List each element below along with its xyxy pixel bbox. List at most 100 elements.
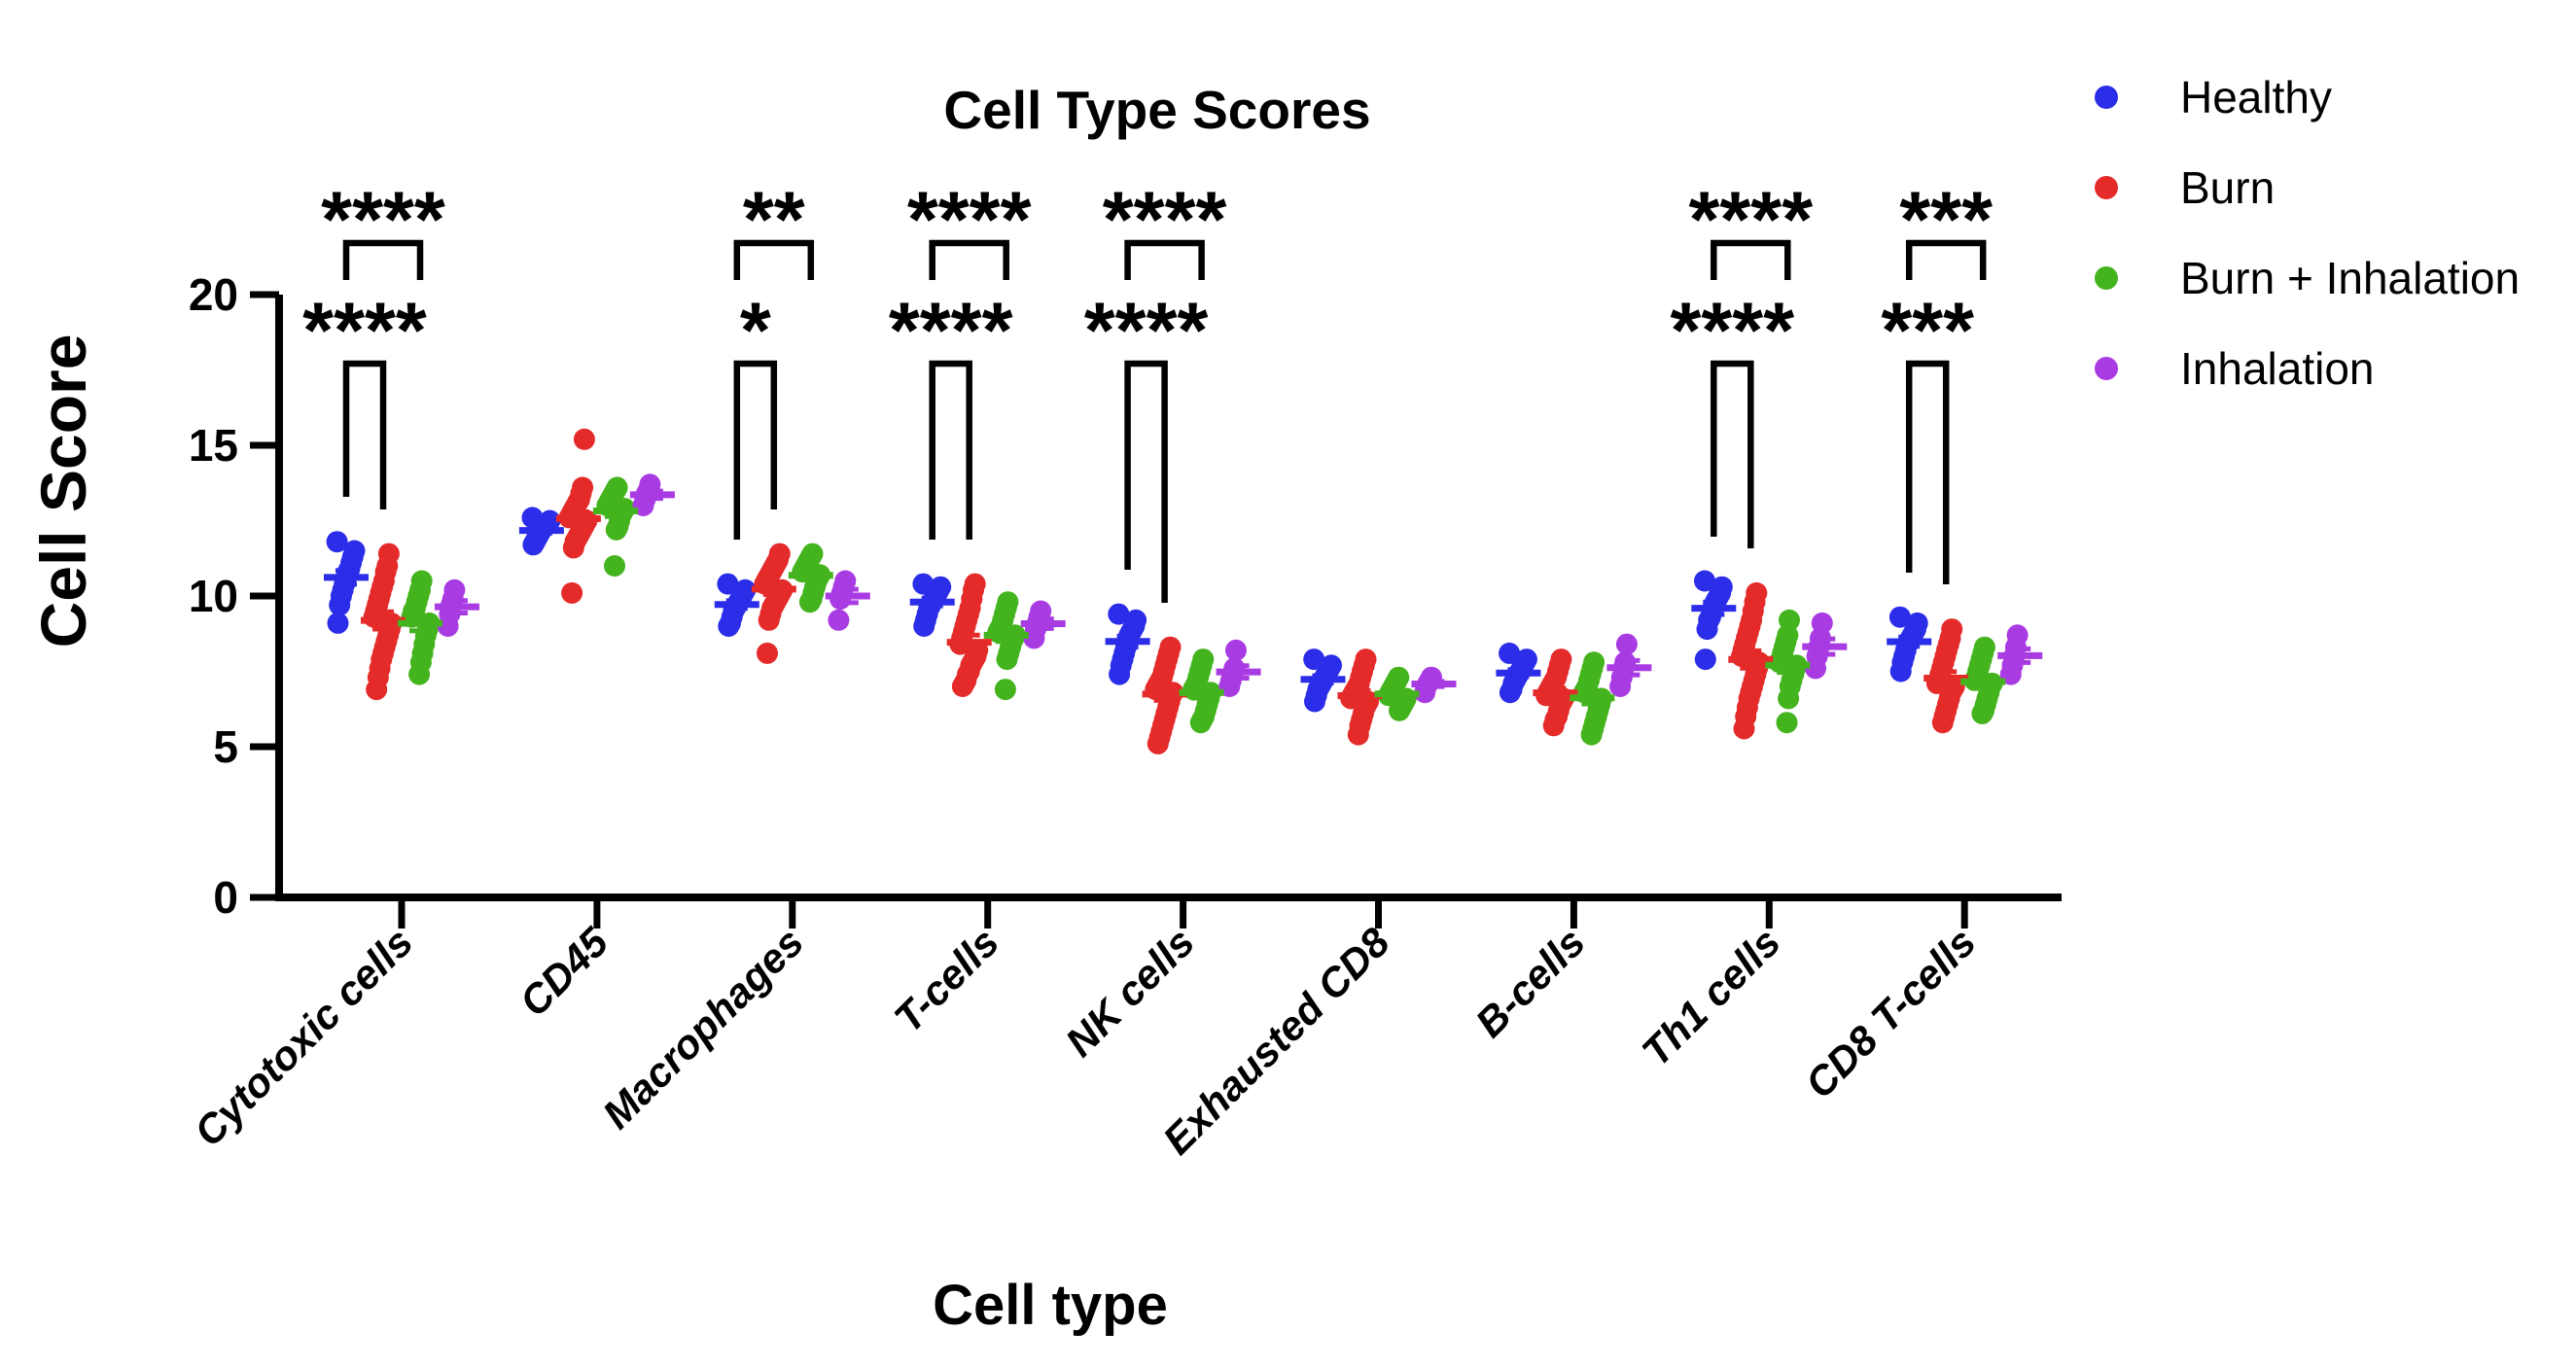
data-point-burn [1733, 718, 1755, 740]
chart-title: Cell Type Scores [943, 80, 1370, 140]
upper-significance-stars: **** [907, 176, 1032, 264]
legend-label: Healthy [2180, 72, 2332, 123]
lower-bracket [733, 360, 778, 540]
data-point-healthy [522, 534, 545, 556]
data-point-inhalation [1218, 676, 1241, 697]
data-point-healthy [1109, 663, 1131, 685]
data-point-inhalation [1609, 676, 1632, 697]
x-axis-title: Cell type [933, 1274, 1168, 1337]
data-point-burn [562, 537, 584, 559]
legend-dot-1 [2095, 86, 2118, 109]
mean-error-bars [324, 488, 2043, 707]
data-point-burn-inhalation [1971, 702, 1994, 724]
lower-significance-stars: **** [889, 287, 1013, 375]
data-point-inhalation [437, 615, 459, 637]
data-point-burn-inhalation [996, 648, 1018, 671]
data-point-inhalation [1023, 627, 1045, 649]
upper-bracket [1905, 239, 1987, 280]
legend-dot-3 [2095, 266, 2118, 290]
lower-significance-stars: *** [1881, 287, 1974, 375]
data-point-burn [1542, 715, 1565, 737]
legend-label: Burn + Inhalation [2180, 253, 2520, 303]
upper-significance-stars: **** [1103, 176, 1227, 264]
data-point-burn [366, 679, 388, 701]
data-point-inhalation [1999, 663, 2022, 685]
data-point-healthy [1499, 682, 1521, 704]
data-point-burn [1147, 732, 1169, 754]
lower-bracket [1124, 360, 1168, 603]
upper-significance-stars: **** [1688, 176, 1813, 264]
upper-bracket [929, 239, 1009, 280]
legend-dot-2 [2095, 176, 2118, 199]
x-category-label: T-cells [885, 919, 1007, 1041]
x-category-label: B-cells [1466, 919, 1594, 1046]
upper-significance-stars: ** [743, 176, 805, 264]
x-category-label: Th1 cells [1633, 919, 1788, 1074]
upper-significance-stars: **** [321, 176, 445, 264]
data-point-burn [757, 642, 778, 664]
legend-label: Inhalation [2180, 343, 2375, 394]
y-tick-label: 0 [213, 872, 238, 923]
x-category-label: CD45 [511, 919, 618, 1026]
data-point-healthy [1499, 642, 1521, 664]
data-point-burn-inhalation [1580, 723, 1603, 746]
data-point-healthy [1108, 603, 1130, 625]
y-tick-label: 15 [189, 420, 238, 471]
upper-bracket [733, 239, 815, 280]
data-point-burn [1931, 712, 1954, 734]
axis-lines [275, 295, 2062, 901]
data-point-healthy [718, 615, 740, 637]
data-point-healthy [1696, 618, 1718, 641]
upper-bracket [1711, 239, 1791, 280]
lower-significance-stars: **** [1670, 287, 1794, 375]
data-point-burn-inhalation [1776, 712, 1798, 734]
significance-marks: ****************************************… [302, 176, 1993, 603]
data-point-healthy [1888, 606, 1911, 628]
data-point-inhalation [1615, 633, 1638, 655]
data-points [326, 428, 2029, 754]
upper-significance-stars: *** [1899, 176, 1993, 264]
data-point-healthy [329, 594, 351, 616]
data-point-healthy [327, 612, 349, 634]
data-point-inhalation [828, 609, 850, 631]
data-point-burn-inhalation [1389, 699, 1410, 721]
data-point-healthy [1303, 648, 1325, 671]
lower-significance-stars: **** [1084, 287, 1209, 375]
lower-bracket [1711, 360, 1754, 548]
legend-dot-4 [2095, 357, 2118, 380]
data-point-burn [561, 581, 583, 604]
data-point-inhalation [1805, 657, 1826, 680]
x-category-label: CD8 T-cells [1796, 919, 1984, 1106]
lower-bracket [342, 360, 387, 509]
data-point-burn-inhalation [798, 591, 821, 613]
data-point-inhalation [1225, 639, 1247, 661]
y-tick-label: 20 [189, 269, 238, 320]
data-point-burn [1347, 723, 1369, 746]
data-point-burn-inhalation [408, 663, 431, 685]
data-point-burn-inhalation [605, 518, 627, 541]
y-tick-label: 5 [213, 721, 238, 772]
x-category-label: NK cells [1057, 919, 1203, 1065]
data-point-healthy [1304, 690, 1325, 713]
data-point-healthy [913, 615, 935, 637]
y-axis-title: Cell Score [27, 334, 99, 648]
data-point-healthy [1889, 660, 1912, 683]
data-point-burn-inhalation [1778, 687, 1800, 710]
data-point-burn-inhalation [1189, 712, 1212, 734]
x-category-label: Macrophages [593, 919, 812, 1138]
lower-significance-stars: * [740, 287, 771, 375]
data-point-healthy [326, 531, 348, 553]
data-point-healthy [717, 573, 739, 595]
data-point-healthy [1694, 570, 1715, 592]
lower-bracket [929, 360, 972, 540]
data-point-burn [573, 428, 595, 450]
lower-bracket [1905, 360, 1950, 584]
lower-significance-stars: **** [302, 287, 427, 375]
x-category-label: Cytotoxic cells [186, 919, 422, 1155]
legend-label: Burn [2180, 162, 2275, 213]
data-point-healthy [1694, 648, 1716, 671]
data-point-burn [951, 676, 973, 697]
